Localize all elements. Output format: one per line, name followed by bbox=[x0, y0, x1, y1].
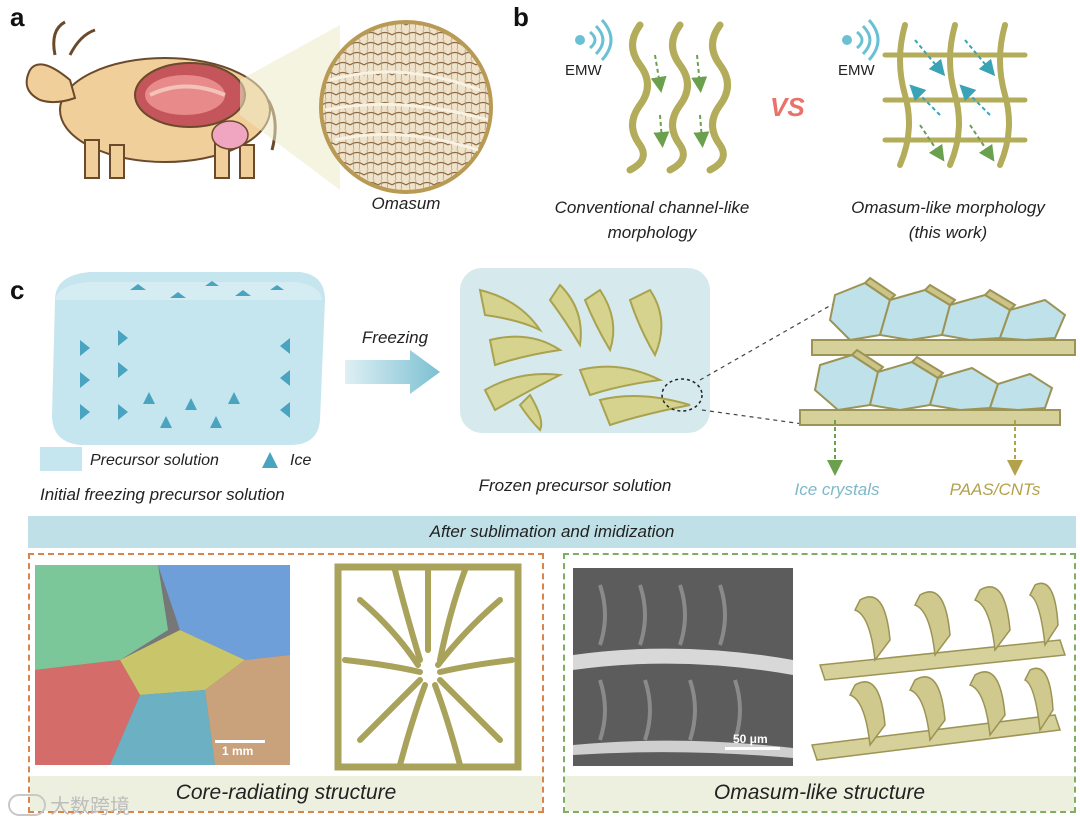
cow-illustration bbox=[25, 20, 493, 194]
freezing-label: Freezing bbox=[361, 328, 429, 347]
omasum-like-label: Omasum-like structure bbox=[713, 781, 926, 804]
channel-like-morphology bbox=[626, 21, 731, 174]
sem-core-radiating-image bbox=[35, 565, 290, 765]
emw-icon-right bbox=[842, 18, 880, 62]
panel-label-b: b bbox=[513, 2, 529, 32]
channel-like-caption: Conventional channel-like morphology bbox=[520, 198, 784, 243]
omasum-caption: Omasum bbox=[371, 194, 441, 213]
omasum-like-box bbox=[563, 553, 1076, 813]
frozen-precursor-caption: Frozen precursor solution bbox=[478, 476, 672, 495]
paas-cnts-label: PAAS/CNTs bbox=[949, 480, 1041, 499]
legend-precursor-swatch bbox=[40, 447, 82, 471]
watermark-text: 大数跨境 bbox=[50, 796, 130, 818]
precursor-block bbox=[52, 272, 325, 445]
initial-precursor-caption: Initial freezing precursor solution bbox=[40, 485, 285, 504]
sem-omasum-like-image bbox=[573, 568, 793, 766]
core-radiating-label: Core-radiating structure bbox=[175, 781, 397, 804]
channel-like-caption-line2: morphology bbox=[607, 223, 697, 242]
honeycomb-detail bbox=[799, 276, 1076, 426]
core-radiating-box bbox=[28, 553, 544, 813]
legend-precursor-label: Precursor solution bbox=[90, 452, 219, 469]
frozen-block bbox=[460, 268, 710, 433]
omasum-like-caption: Omasum-like morphology (this work) bbox=[820, 198, 1076, 243]
watermark-logo-icon bbox=[8, 793, 46, 816]
emw-icon-left bbox=[575, 18, 613, 62]
core-radiating-model bbox=[334, 563, 522, 771]
watermark: 大数跨境 bbox=[8, 790, 130, 819]
omasum-like-band bbox=[565, 776, 1074, 811]
scale-bar-1mm: 1 mm bbox=[222, 744, 254, 758]
omasum-like-caption-line1: Omasum-like morphology bbox=[851, 198, 1045, 217]
ice-crystals-label: Ice crystals bbox=[794, 480, 880, 499]
legend-ice-label: Ice bbox=[290, 452, 312, 469]
omasum-like-morphology bbox=[882, 22, 1028, 168]
vs-label: VS bbox=[770, 92, 805, 122]
omasum-like-caption-line2: (this work) bbox=[908, 223, 988, 242]
emw-label-right: EMW bbox=[838, 62, 875, 79]
emw-label-left: EMW bbox=[565, 62, 602, 79]
panel-label-a: a bbox=[10, 2, 25, 32]
omasum-like-model bbox=[810, 582, 1067, 761]
core-radiating-band bbox=[30, 776, 542, 811]
sublimation-banner: After sublimation and imidization bbox=[28, 516, 1076, 548]
legend-ice-icon bbox=[262, 452, 278, 468]
scale-bar-50um: 50 μm bbox=[733, 732, 768, 746]
channel-like-caption-line1: Conventional channel-like bbox=[554, 198, 750, 217]
freezing-arrow bbox=[345, 350, 440, 394]
panel-label-c: c bbox=[10, 275, 25, 305]
